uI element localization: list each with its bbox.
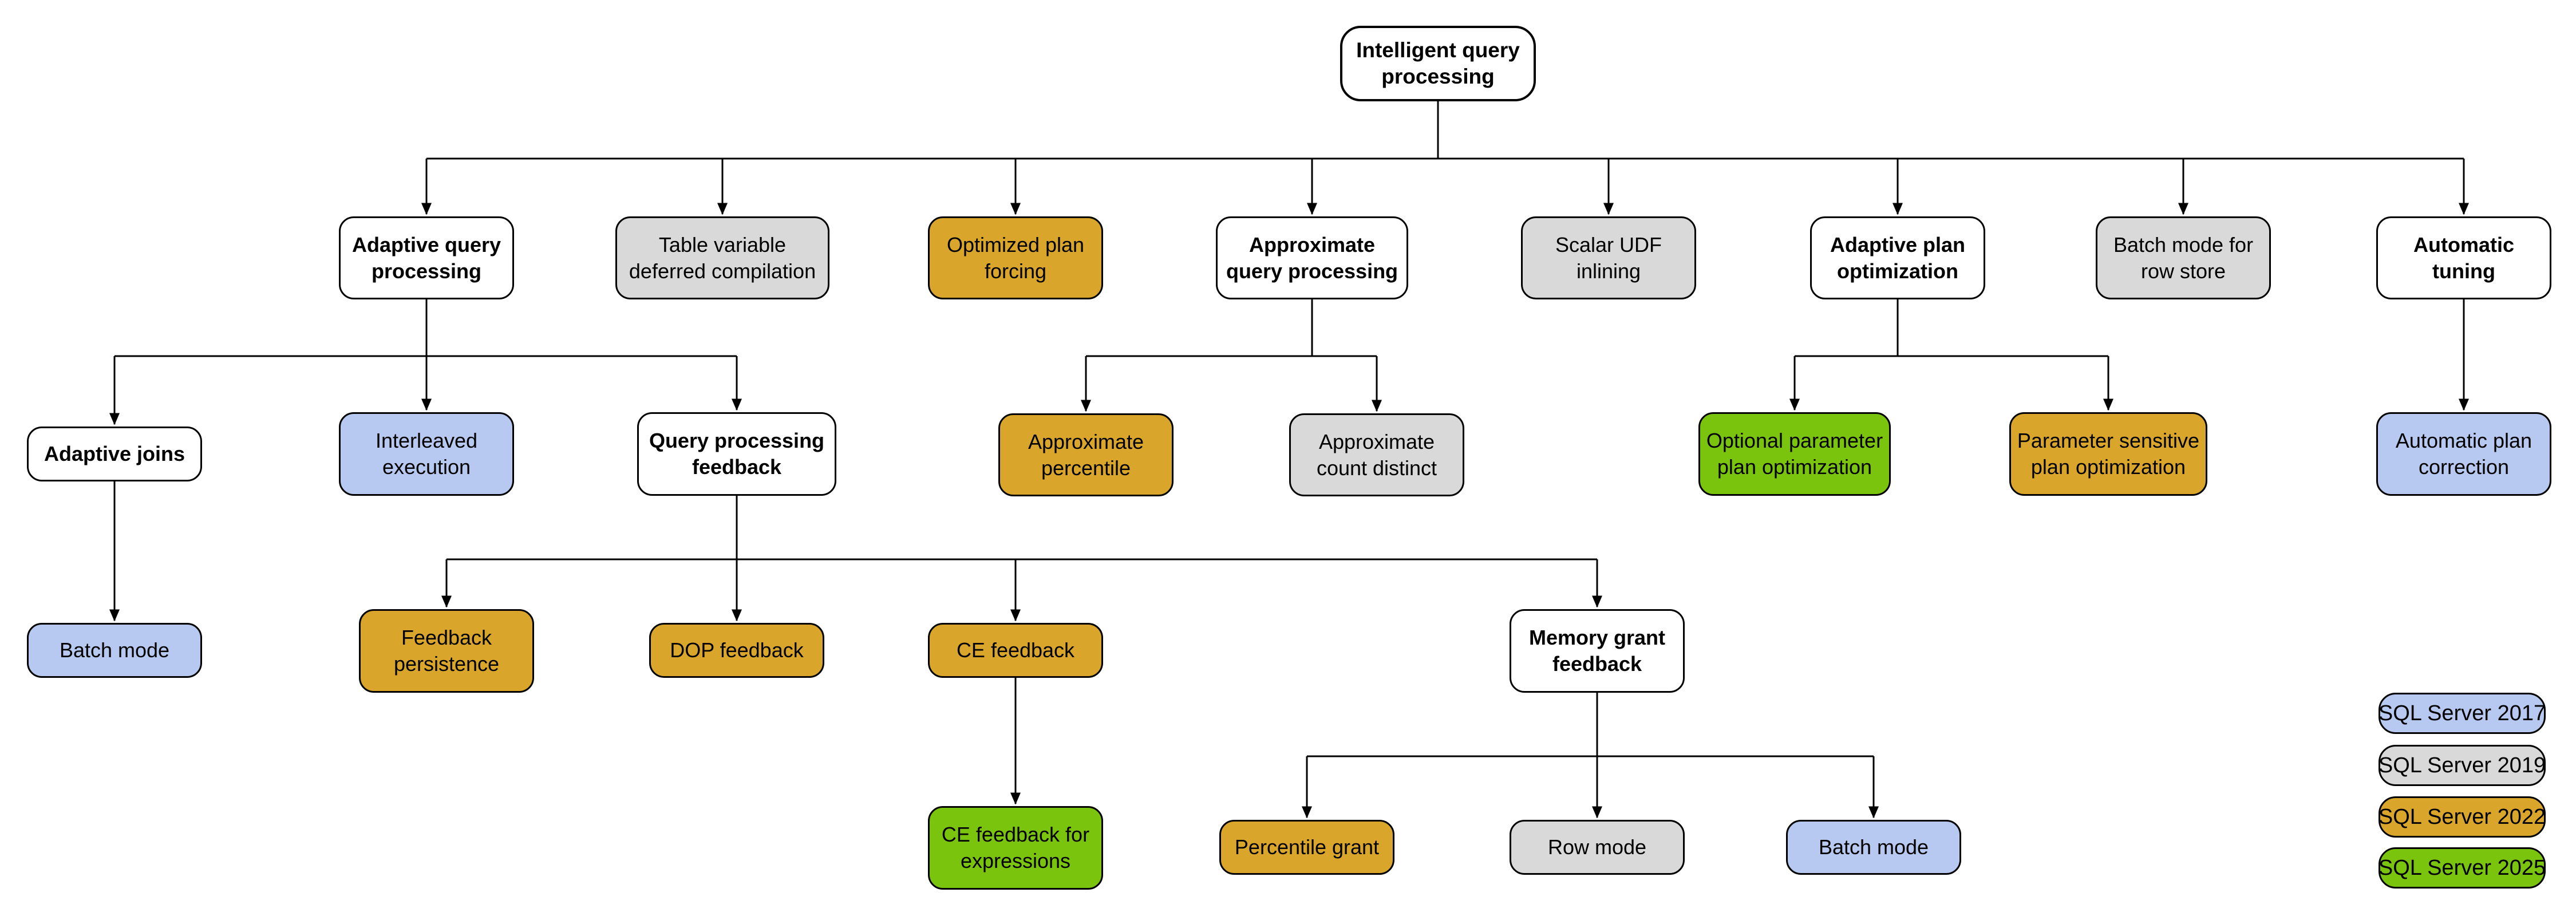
node-adaptive-joins: Adaptive joins (27, 427, 202, 481)
legend-item-sql-server-2025: SQL Server 2025 (2379, 847, 2546, 889)
legend-item-sql-server-2019: SQL Server 2019 (2379, 745, 2546, 786)
node-ce-feedback: CE feedback (928, 623, 1103, 678)
tree-arrow-drops (109, 159, 2469, 819)
legend-item-sql-server-2017: SQL Server 2017 (2379, 693, 2546, 734)
legend-item-sql-server-2022: SQL Server 2022 (2379, 796, 2546, 838)
node-batch-mode-adaptive-joins: Batch mode (27, 623, 202, 678)
node-percentile-grant: Percentile grant (1219, 820, 1394, 875)
node-dop-feedback: DOP feedback (649, 623, 824, 678)
node-batch-mode-memory-grant: Batch mode (1786, 820, 1961, 875)
tree-bus-lines (114, 101, 2464, 757)
node-row-mode: Row mode (1510, 820, 1685, 875)
